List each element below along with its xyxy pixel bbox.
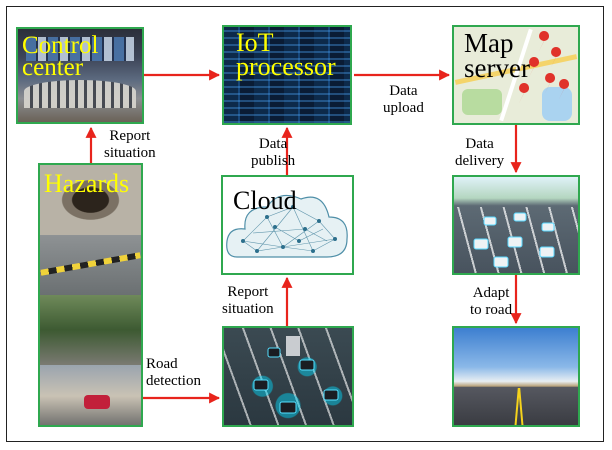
label-line: situation [222, 301, 274, 317]
label-line: Report [227, 284, 269, 300]
hazard-fallen-tree-image [40, 295, 141, 365]
label-line: situation [104, 145, 156, 161]
iot-processor-image: IoT processor [222, 25, 352, 125]
label-line: delivery [455, 153, 505, 169]
map-park-area [462, 89, 502, 115]
cloud-network-icon [226, 194, 348, 258]
label-line: detection [146, 373, 201, 389]
connected-traffic-image [452, 175, 580, 275]
road-detection-image [222, 326, 354, 427]
map-server-title: Map server [464, 28, 530, 83]
map-pin-icon [539, 31, 550, 51]
control-center-image: Control center [16, 27, 144, 124]
traffic-cars [473, 212, 555, 268]
label-adapt-to-road: Adapt to road [470, 285, 512, 319]
label-line: to road [470, 302, 513, 318]
label-road-detection: Road detection [146, 356, 201, 390]
server-rack-lights [224, 27, 350, 123]
label-line: publish [251, 153, 296, 169]
cloud-title: Cloud [233, 186, 297, 215]
iot-processor-title-line2: processor [236, 52, 336, 81]
control-room-desks [24, 80, 136, 108]
map-pin-icon [519, 83, 530, 103]
map-server-image: Map server [452, 25, 580, 125]
label-report-situation-bottom: Report situation [222, 284, 274, 318]
iot-processor-title-line1: IoT [236, 28, 274, 57]
cloud-panel: Cloud [221, 175, 354, 275]
iot-processor-title: IoT processor [236, 28, 336, 81]
hazard-accident-image [40, 365, 141, 425]
control-room-screens [26, 37, 134, 61]
hazard-speed-bump-image [40, 235, 141, 295]
label-data-upload: Data upload [383, 83, 424, 117]
label-line: Road [146, 356, 178, 372]
diagram-frame [6, 6, 604, 442]
label-data-delivery: Data delivery [455, 136, 504, 170]
label-data-publish: Data publish [251, 136, 295, 170]
label-report-situation-top: Report situation [104, 128, 156, 162]
map-water-area [542, 87, 572, 121]
label-line: Data [389, 83, 418, 99]
label-line: upload [383, 100, 424, 116]
map-pin-icon [529, 57, 540, 77]
control-center-title-line1: Control [22, 32, 99, 59]
map-pins [519, 31, 570, 103]
control-center-title-line2: center [22, 54, 84, 81]
detection-cars [253, 336, 339, 414]
map-pin-icon [559, 79, 570, 99]
label-line: Data [465, 136, 494, 152]
map-pin-icon [551, 47, 562, 67]
hazards-images: Hazards [38, 163, 143, 427]
map-server-title-line1: Map [464, 28, 514, 58]
map-server-title-line2: server [464, 53, 530, 83]
map-pin-icon [545, 73, 556, 93]
hazards-title: Hazards [44, 169, 130, 198]
control-center-title: Control center [22, 32, 99, 81]
label-line: Adapt [472, 285, 510, 301]
hazard-pothole-image [40, 165, 141, 235]
label-line: Data [258, 136, 288, 152]
open-road-image [452, 326, 580, 427]
label-line: Report [109, 128, 151, 144]
